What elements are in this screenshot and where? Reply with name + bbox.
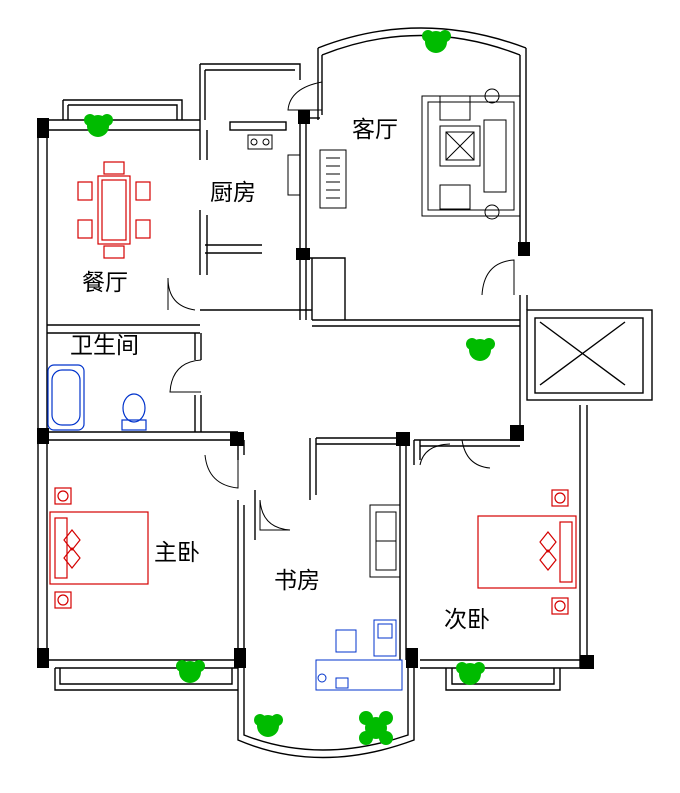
plant-master: [176, 660, 205, 683]
label-living-room: 客厅: [352, 117, 398, 143]
label-dining-room: 餐厅: [82, 270, 128, 296]
second-bed: [477, 489, 577, 615]
label-second-bedroom: 次卧: [444, 607, 490, 633]
study-desk: [315, 619, 403, 691]
room-labels: 客厅 厨房 餐厅 卫生间 主卧 书房 次卧: [70, 117, 490, 633]
plant-second: [456, 662, 485, 685]
living-room-sofa-set: [421, 88, 521, 220]
label-kitchen: 厨房: [210, 180, 256, 206]
study-sofa: [369, 504, 401, 578]
dining-table-set: [77, 161, 151, 259]
plant-corridor: [466, 338, 495, 361]
plant-study: [254, 714, 283, 737]
plant-living: [422, 30, 451, 53]
plant-study-large: [359, 711, 393, 745]
pillars: [37, 110, 594, 669]
plant-dining: [84, 114, 113, 137]
label-bathroom: 卫生间: [70, 333, 139, 359]
label-master-bedroom: 主卧: [154, 540, 200, 566]
doors: [167, 81, 515, 531]
master-bed: [49, 487, 149, 609]
plants: [84, 30, 495, 745]
walls: [37, 27, 653, 759]
kitchen-counter: [247, 134, 347, 209]
toilet: [121, 393, 147, 431]
label-study: 书房: [274, 568, 320, 594]
bathtub: [47, 364, 85, 431]
